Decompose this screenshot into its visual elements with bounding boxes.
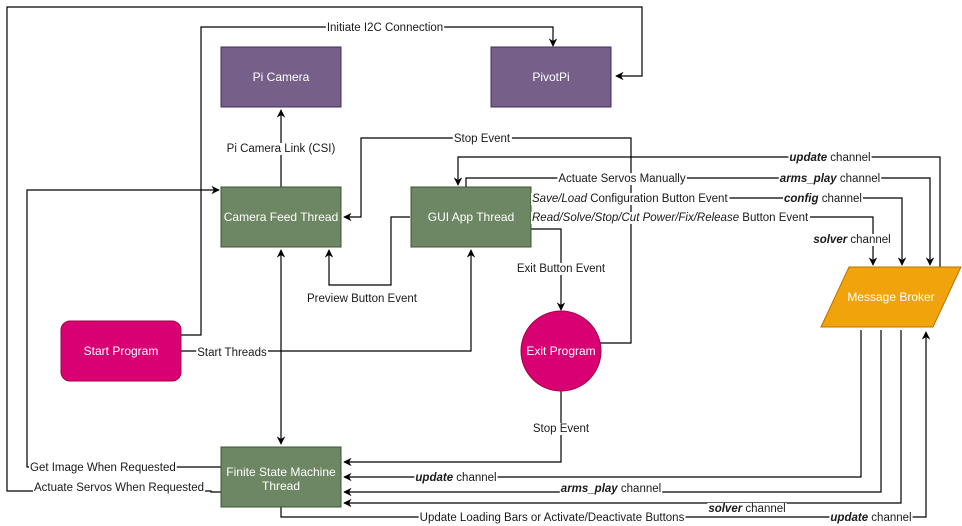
node-fsm-label-line2: Thread	[262, 479, 300, 493]
edge-gui-broker-arms-play	[465, 177, 935, 266]
edge-initiate-i2c	[181, 26, 558, 336]
channel-name: solver	[813, 234, 847, 246]
label-background	[829, 512, 913, 524]
node-exit-program[interactable]: Exit Program	[520, 310, 602, 392]
node-pivotpi[interactable]: PivotPi	[490, 46, 612, 108]
label-pi-camera-link: Pi Camera Link (CSI)	[227, 143, 336, 155]
edge-labels: Initiate I2C Connection Pi Camera Link (…	[29, 22, 913, 524]
edge-actuate-servos-requested	[6, 6, 643, 493]
label-actuate-requested: Actuate Servos When Requested	[34, 482, 204, 494]
label-background	[559, 483, 663, 495]
channel-word: channel	[819, 193, 862, 205]
node-gui-app-label: GUI App Thread	[428, 210, 515, 224]
label-background	[29, 462, 177, 474]
label-background	[778, 173, 882, 185]
node-pi-camera-label: Pi Camera	[253, 70, 310, 84]
label-channel-arms-play-fsm: arms_play channel	[561, 483, 661, 495]
node-camera-feed-thread[interactable]: Camera Feed Thread	[220, 186, 342, 248]
channel-name: arms_play	[561, 483, 619, 495]
label-background	[531, 193, 730, 205]
label-background	[812, 234, 892, 246]
label-background	[418, 512, 686, 524]
channel-word: channel	[868, 512, 911, 524]
label-save-load: Save/Load Configuration Button Event	[532, 193, 728, 205]
node-start-program[interactable]: Start Program	[60, 320, 182, 382]
node-fsm-thread[interactable]: Finite State Machine Thread	[220, 446, 342, 508]
label-read-solve: Read/Solve/Stop/Cut Power/Fix/Release Bu…	[532, 212, 809, 224]
label-channel-update-top: update channel	[789, 152, 870, 164]
nodes: Pi Camera PivotPi Camera Feed Thread GUI…	[60, 46, 962, 508]
edge-gui-broker-config	[531, 197, 907, 266]
channel-word: channel	[742, 503, 785, 515]
label-update-loading: Update Loading Bars or Activate/Deactiva…	[420, 512, 685, 524]
label-start-threads: Start Threads	[197, 347, 267, 359]
label-channel-solver-top: solver channel	[813, 234, 890, 246]
node-fsm-label-line1: Finite State Machine	[226, 465, 336, 479]
edge-broker-fsm-arms-play	[343, 330, 882, 497]
label-background	[196, 347, 268, 359]
label-get-image: Get Image When Requested	[30, 462, 176, 474]
channel-name: update	[415, 472, 453, 484]
node-exit-program-label: Exit Program	[526, 344, 595, 358]
channel-name: config	[784, 193, 819, 205]
node-gui-app-thread[interactable]: GUI App Thread	[410, 186, 532, 248]
node-message-broker[interactable]: Message Broker	[820, 266, 962, 328]
label-actuate-manually: Actuate Servos Manually	[558, 173, 685, 185]
label-background	[515, 263, 607, 275]
edge-broker-fsm-solver	[343, 330, 902, 508]
label-background	[531, 423, 591, 435]
edge-stop-event-bottom	[343, 391, 562, 467]
label-channel-arms-play-top: arms_play channel	[780, 173, 880, 185]
label-background	[788, 152, 872, 164]
channel-name: update	[830, 512, 868, 524]
label-channel-solver-fsm: solver channel	[708, 503, 785, 515]
edge-broker-fsm-update	[343, 330, 862, 482]
label-background	[452, 133, 512, 145]
edge-preview-button	[324, 216, 410, 286]
node-message-broker-label: Message Broker	[847, 290, 934, 304]
channel-word: channel	[827, 152, 870, 164]
channel-name: arms_play	[780, 173, 838, 185]
label-channel-update-fsm: update channel	[415, 472, 496, 484]
edge-exit-button	[531, 228, 566, 311]
channel-word: channel	[837, 173, 880, 185]
label-save-load-rest: Configuration Button Event	[587, 193, 728, 205]
label-background	[557, 173, 687, 185]
label-background	[414, 472, 498, 484]
label-channel-update-broker: update channel	[830, 512, 911, 524]
channel-word: channel	[847, 234, 890, 246]
label-preview-button: Preview Button Event	[307, 293, 418, 305]
edge-broker-gui-update	[453, 156, 941, 267]
channel-name: solver	[708, 503, 742, 515]
node-pivotpi-label: PivotPi	[532, 70, 569, 84]
label-exit-button: Exit Button Event	[517, 263, 606, 275]
node-pi-camera[interactable]: Pi Camera	[220, 46, 342, 108]
label-read-solve-rest: Button Event	[739, 212, 809, 224]
label-background	[225, 143, 337, 155]
node-camera-feed-label: Camera Feed Thread	[224, 210, 339, 224]
label-background	[325, 22, 445, 34]
label-stop-event-bottom: Stop Event	[533, 423, 590, 435]
node-start-program-label: Start Program	[84, 344, 159, 358]
label-read-solve-italic: Read/Solve/Stop/Cut Power/Fix/Release	[532, 212, 739, 224]
channel-name: update	[789, 152, 827, 164]
edges	[6, 6, 941, 518]
label-background	[306, 293, 419, 305]
channel-word: channel	[618, 483, 661, 495]
label-channel-config: config channel	[784, 193, 862, 205]
label-background	[783, 193, 863, 205]
channel-word: channel	[453, 472, 496, 484]
label-background	[707, 503, 787, 515]
label-background	[531, 212, 810, 224]
label-background	[33, 482, 206, 494]
label-stop-event-top: Stop Event	[454, 133, 511, 145]
label-save-load-italic: Save/Load	[532, 193, 588, 205]
label-initiate-i2c: Initiate I2C Connection	[327, 22, 443, 34]
